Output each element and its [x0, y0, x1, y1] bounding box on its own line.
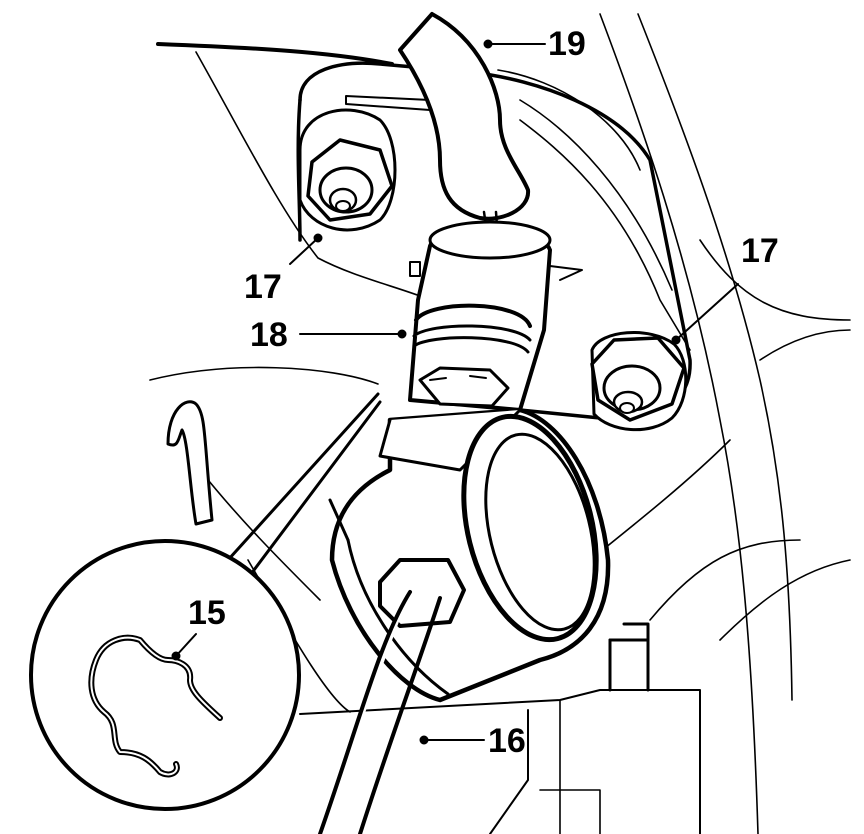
detail-inset	[29, 392, 382, 811]
callout-17-left: 17	[244, 268, 282, 306]
callout-19: 19	[548, 25, 586, 63]
retainer-tab	[166, 400, 214, 526]
callout-17-right: 17	[741, 232, 779, 270]
sensor-body	[408, 220, 552, 412]
callout-16: 16	[488, 722, 526, 760]
cable	[318, 558, 466, 834]
nut-right	[590, 331, 688, 432]
connector-block	[328, 407, 611, 703]
callout-labels: 19 17 17 18 15 16	[188, 25, 779, 760]
leader-lines	[171, 39, 739, 745]
callout-18: 18	[250, 316, 288, 354]
nut-upper-left	[298, 108, 397, 232]
hose	[398, 12, 531, 242]
callout-15: 15	[188, 594, 226, 632]
